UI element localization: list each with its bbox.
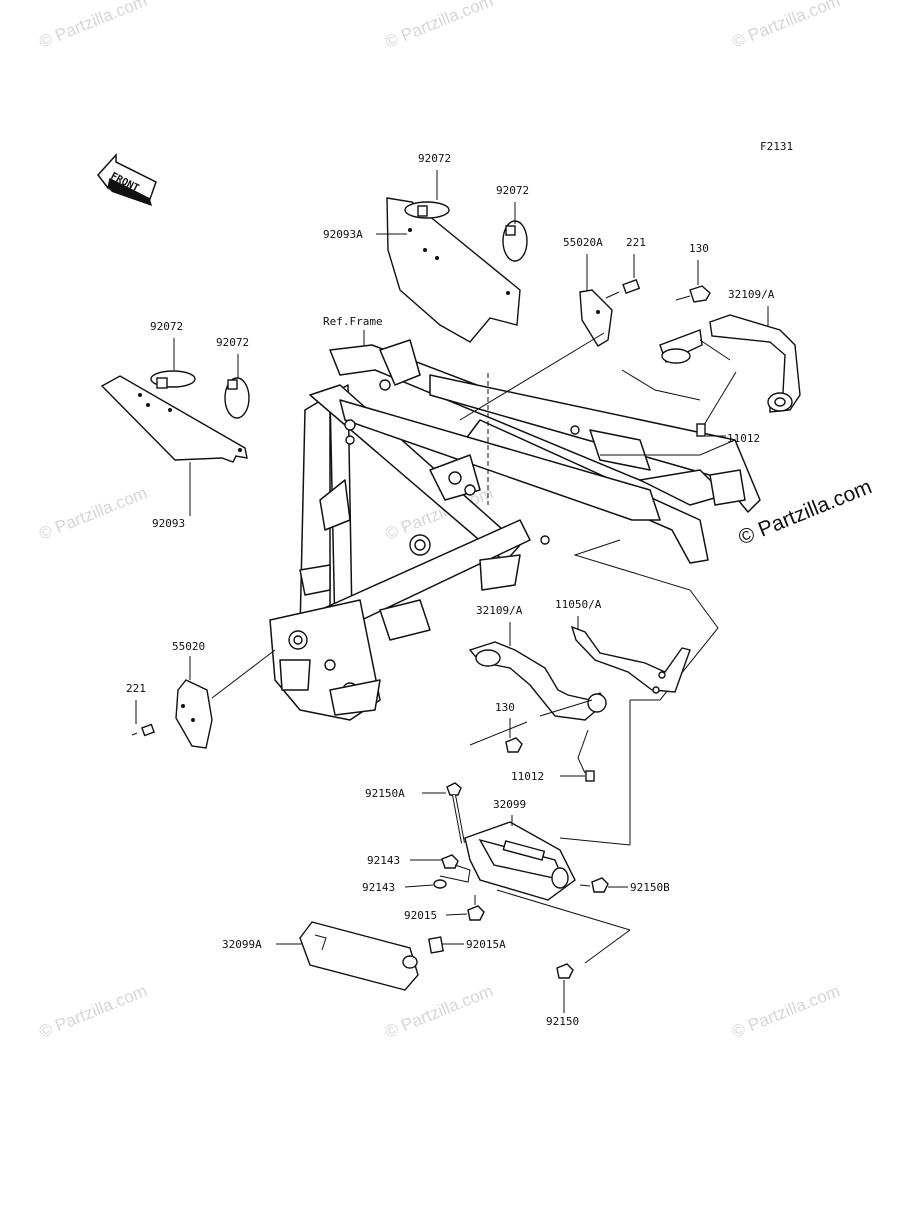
callout: 92093A (323, 228, 363, 241)
bolt-92150B (579, 877, 609, 893)
callout: 92072 (216, 336, 249, 349)
band-clamp (404, 201, 450, 219)
watermark: © Partzilla.com (36, 0, 149, 52)
bolt-221-lower (131, 723, 155, 737)
bolt-92150 (556, 963, 574, 979)
callout: 11012 (727, 432, 760, 445)
callout-labels: 92072 92072 92093A 55020A 221 130 32109/… (126, 152, 775, 1028)
bolt-130-lower (505, 737, 523, 753)
muffler-cover-32099A (299, 921, 419, 991)
bolt-221-upper (605, 278, 641, 299)
callout: 130 (689, 242, 709, 255)
muffler-32099 (464, 700, 631, 964)
callout: 32099 (493, 798, 526, 811)
callout: 92072 (150, 320, 183, 333)
callout: 92143 (362, 881, 395, 894)
nut-92143-a (441, 854, 459, 869)
band-clamp (150, 370, 196, 389)
callout: 221 (126, 682, 146, 695)
watermark: © Partzilla.com (729, 981, 842, 1042)
callout: 92072 (418, 152, 451, 165)
callout: 92150A (365, 787, 405, 800)
side-cover-left (100, 375, 248, 463)
band-clamp (502, 220, 528, 262)
callout: 92015 (404, 909, 437, 922)
bolt-130-upper (675, 285, 711, 303)
watermark: © Partzilla.com (382, 0, 495, 52)
callout: 130 (495, 701, 515, 714)
side-cover-upper (386, 197, 521, 343)
clip-nut-92015A (428, 936, 444, 954)
frame-illustration (269, 339, 761, 721)
callout: 221 (626, 236, 646, 249)
bracket-55020 (175, 649, 276, 749)
front-arrow-icon: FRONT (97, 153, 157, 206)
watermark: © Partzilla.com (36, 981, 149, 1042)
callout: 32109/A (728, 288, 775, 301)
callout: 55020A (563, 236, 603, 249)
bracket-55020A (459, 289, 613, 421)
callout: 11050/A (555, 598, 602, 611)
callout: 92143 (367, 854, 400, 867)
callout: 55020 (172, 640, 205, 653)
callout: 92015A (466, 938, 506, 951)
long-bolt-92150A (446, 782, 465, 844)
heat-guard-11050A (570, 625, 691, 694)
callout: 92093 (152, 517, 185, 530)
callout: 92072 (496, 184, 529, 197)
watermark: © Partzilla.com (382, 981, 495, 1042)
watermark: © Partzilla.com (36, 483, 149, 544)
collar-11012-lower (585, 770, 595, 782)
callout: 92150 (546, 1015, 579, 1028)
watermark: © Partzilla.com (729, 0, 842, 52)
watermark-main: © Partzilla.com (735, 475, 875, 549)
callout: 92150B (630, 881, 670, 894)
figure-code: F2131 (760, 140, 793, 153)
frame-reference-label: Ref.Frame (323, 315, 383, 328)
collar-11012-upper (696, 423, 706, 437)
step-bracket-upper (659, 314, 801, 426)
callout: 32099A (222, 938, 262, 951)
nut-92015 (467, 895, 485, 921)
step-bracket-lower (468, 641, 607, 746)
callout: 11012 (511, 770, 544, 783)
band-clamp (224, 377, 250, 419)
callout: 32109/A (476, 604, 523, 617)
washer-92143-b (433, 879, 447, 889)
